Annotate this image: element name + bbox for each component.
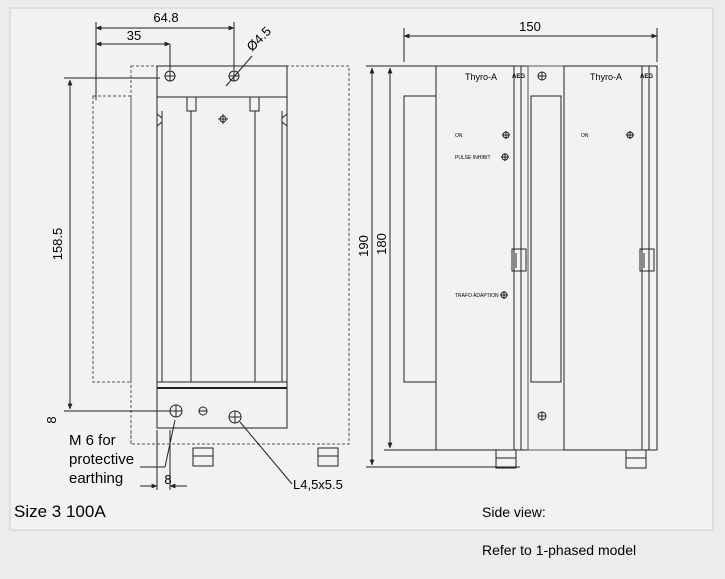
module-right-title: Thyro-A: [590, 72, 622, 82]
module-right-brand: AEG: [640, 74, 653, 80]
dim-width-total: 64.8: [153, 10, 178, 25]
adjust-label-trafo: TRAFO ADAPTION: [455, 293, 499, 299]
module-gap-backplate: [530, 95, 562, 383]
dim-side-height-outer: 190: [356, 235, 371, 257]
mounting-plate: [156, 65, 288, 429]
dim-bottom-width: 8: [164, 472, 171, 487]
dim-height: 158.5: [50, 228, 65, 261]
foot-right: [317, 447, 339, 467]
led-label-on-right: ON: [581, 133, 589, 139]
foot-side-right: [625, 449, 647, 469]
dim-bottom-offset: 8: [44, 416, 59, 423]
foot-left: [192, 447, 214, 467]
drawing-stage: 64.8 35 Ø4.5 158.5 8 8 L4,5x5.5: [9, 7, 714, 558]
front-view: [64, 22, 350, 490]
side-view-caption-line1: Side view:: [482, 504, 546, 520]
dim-width-hole: 35: [127, 28, 141, 43]
led-label-pulse-inhibit: PULSE INHIBIT: [455, 155, 491, 161]
slot-label: L4,5x5.5: [293, 477, 343, 492]
dim-side-width: 150: [519, 19, 541, 34]
module-right-latch: [639, 248, 655, 272]
earth-note: M 6 for protective earthing: [69, 432, 135, 487]
dim-side-height-inner: 180: [374, 233, 389, 255]
left-flange-dashed: [92, 95, 132, 383]
side-view-caption-line2: Refer to 1-phased model: [482, 542, 637, 558]
technical-drawing: 64.8 35 Ø4.5 158.5 8 8 L4,5x5.5: [9, 7, 714, 531]
module-left-latch: [511, 248, 527, 272]
module-left-title: Thyro-A: [465, 72, 497, 82]
side-view: [366, 28, 658, 469]
module-left-brand: AEG: [512, 74, 525, 80]
foot-side-left: [495, 449, 517, 469]
led-label-on-left: ON: [455, 133, 463, 139]
drawing-panel: [9, 7, 714, 531]
size-label: Size 3 100A: [14, 502, 106, 521]
side-view-caption: Side view: Refer to 1-phased model: [482, 484, 636, 579]
